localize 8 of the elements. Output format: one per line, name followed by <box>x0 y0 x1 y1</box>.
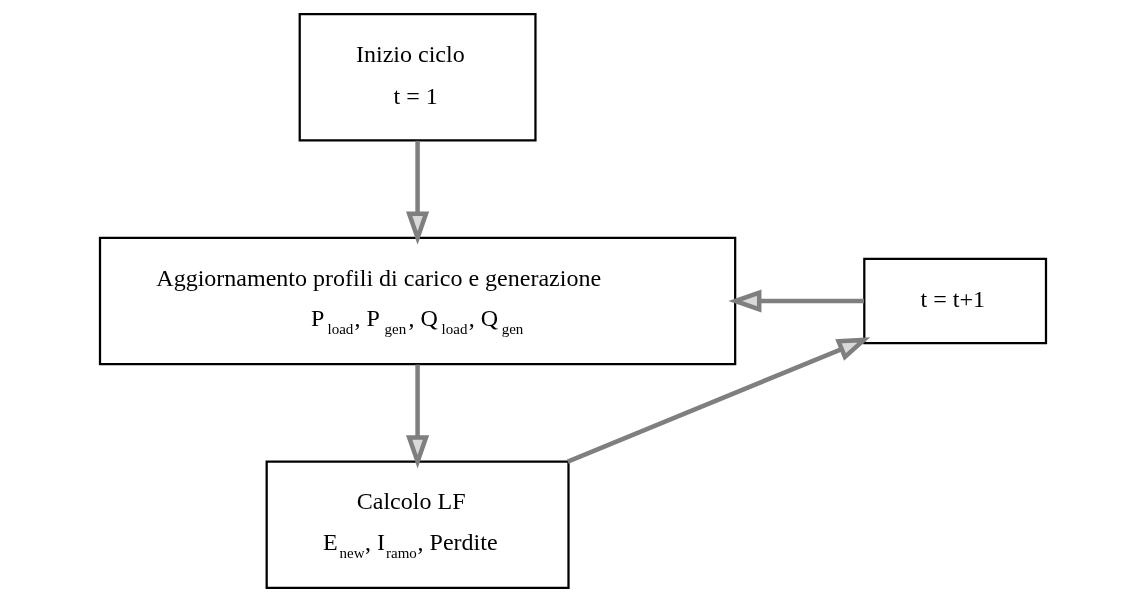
node-box: t = t+1 <box>863 257 1048 345</box>
node-box: Calcolo LF E$_{new}$, I$_{ramo}$, Perdite <box>265 460 570 589</box>
arrow <box>566 337 871 464</box>
arrow <box>406 364 430 469</box>
arrow <box>728 289 865 313</box>
arrow <box>406 140 430 245</box>
node-box: Aggiornamento profili di carico e generazione P$_{load}$, P$_{gen}$, Q$_{load}$, Q$_{gen}$ <box>98 236 737 366</box>
node-box: Inizio ciclo t = 1 <box>298 13 537 142</box>
